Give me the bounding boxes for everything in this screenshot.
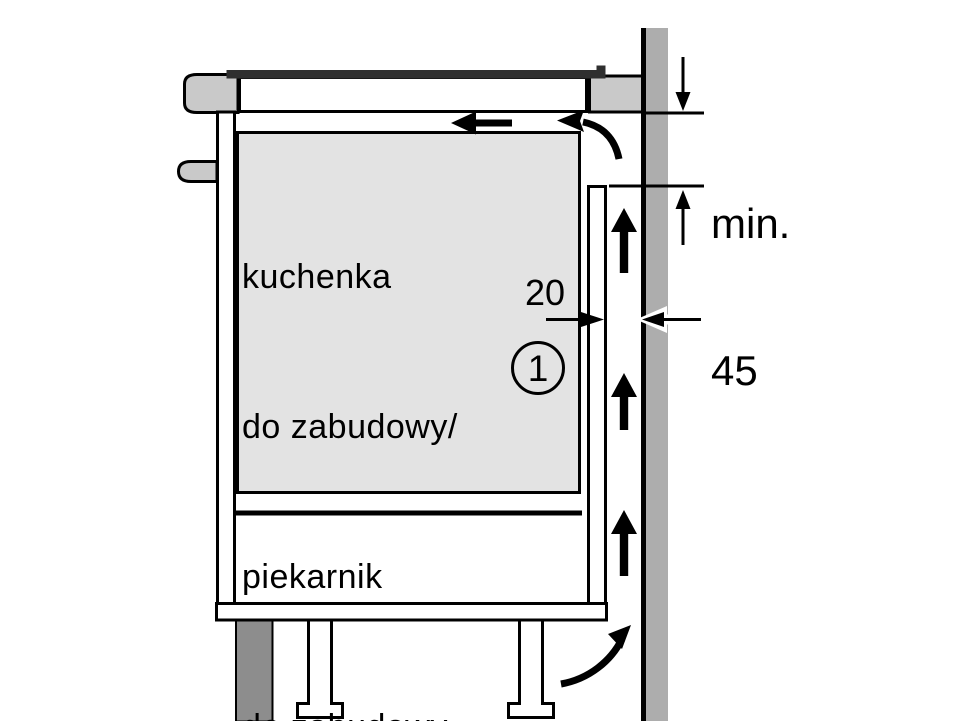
oven-box (236, 131, 581, 494)
oven-label: kuchenka do zabudowy/ piekarnik do zabud… (242, 152, 458, 721)
dimension-rear-gap: 20 (524, 272, 566, 313)
cabinet-front-strip (216, 110, 236, 622)
airflow-arrow-left-icon (451, 111, 512, 135)
callout-1-badge: 1 (511, 341, 565, 395)
dimension-min-label: min. (711, 200, 791, 247)
hob-body (238, 76, 588, 113)
oven-label-line-3: piekarnik (242, 558, 383, 596)
dimension-min-value: 45 (711, 347, 758, 394)
airflow-up-arrow-top-icon (611, 208, 637, 273)
control-knob (176, 160, 219, 183)
airflow-curve-top-head-icon (557, 110, 584, 132)
airflow-curve-top-icon (582, 118, 623, 160)
airflow-curve-bottom-head-icon (608, 625, 631, 649)
dim-arrow-up-icon (675, 190, 691, 209)
dim-arrow-right-icon (581, 312, 604, 327)
wall-section (646, 28, 668, 721)
airflow-up-arrow-middle-icon (611, 373, 637, 430)
dim-arrow-left-icon (642, 312, 664, 327)
worktop-rear-piece (588, 74, 644, 114)
rear-foot (507, 618, 555, 719)
rear-spacer-batten (587, 185, 607, 605)
hob-glass-rear-lip (596, 65, 606, 79)
worktop-front-piece (183, 73, 240, 114)
oven-label-line-4: do zabudowy (242, 702, 458, 721)
dim-arrow-down-icon (675, 92, 691, 111)
front-foot (296, 618, 344, 719)
wall-edge-line (641, 28, 646, 721)
cabinet-bottom-panel (215, 602, 608, 622)
airflow-up-arrow-bottom-icon (611, 510, 637, 576)
hob-glass-strip (226, 70, 606, 79)
dimension-min-45: min. 45 (711, 101, 790, 493)
oven-label-line-1: kuchenka (242, 258, 392, 296)
airflow-curve-bottom-icon (560, 637, 626, 688)
plinth-panel (235, 619, 274, 721)
oven-label-line-2: do zabudowy/ (242, 408, 458, 446)
shelf-line (234, 510, 582, 516)
